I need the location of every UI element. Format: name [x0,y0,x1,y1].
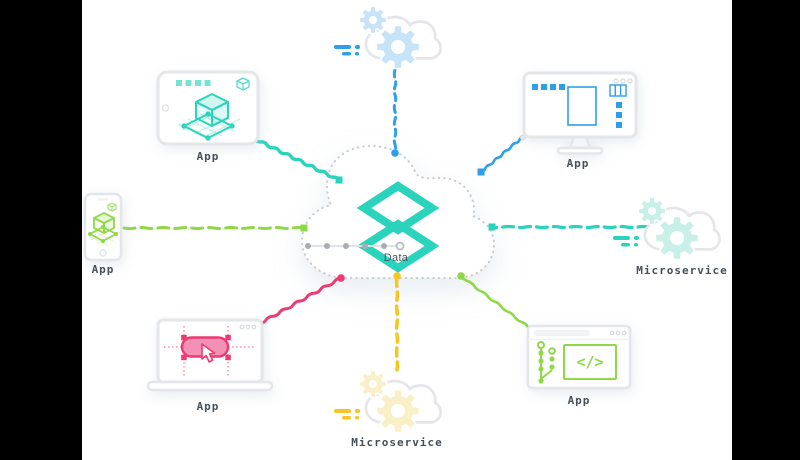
speed-dashes-icon [334,409,360,420]
right-letterbox [732,0,800,460]
tablet-app-label: App [196,150,220,163]
monitor-base [556,146,604,155]
guide-lines [164,326,256,376]
cube-3d-icon [181,93,235,141]
gears-cloud-icon-bottom [334,369,442,434]
small-cube-icon [236,77,250,91]
toolbar-squares [176,80,211,86]
cursor-icon [201,343,216,363]
laptop-icon [146,318,274,392]
code-box [563,344,617,380]
home-button-icon [161,104,170,112]
home-button-icon [99,249,107,257]
document-outline [567,86,597,126]
speed-dashes-icon [334,45,360,56]
data-hub-label: Data [383,252,409,264]
microservice-right-label: Microservice [636,264,728,277]
left-letterbox [0,0,82,460]
monitor-app-label: App [566,157,590,170]
small-cube-icon [107,202,117,212]
timeline-current-step [395,241,405,251]
data-cloud [300,144,496,279]
laptop-app-label: App [196,400,220,413]
gears-cloud-icon-top [334,5,442,70]
monitor-icon [522,71,638,155]
window-controls-icon [239,324,257,330]
microservice-bottom-label: Microservice [351,436,443,449]
phone-app-label: App [91,263,115,276]
columns-icon [609,84,627,97]
phone-icon [83,192,123,262]
laptop-base [146,380,274,392]
toolbar-squares [532,84,565,90]
gears-cloud-icon-right [613,196,721,261]
cube-3d-icon [88,212,118,243]
code-window-icon: </> [526,324,632,390]
code-app-label: App [567,394,591,407]
sidebar-squares [616,102,622,128]
monitor-stand [568,135,592,150]
window-controls-icon [609,330,627,336]
iso-grid [177,113,241,141]
url-bar [534,330,590,336]
code-icon: </> [576,353,603,371]
iso-grid [88,229,118,247]
window-controls-icon [613,78,633,84]
data-timeline [305,241,405,251]
tablet-icon [156,70,260,146]
button-mock [180,336,230,358]
git-branch-icon [537,341,556,384]
selection-handles [181,334,231,361]
speed-dashes-icon [613,236,639,247]
